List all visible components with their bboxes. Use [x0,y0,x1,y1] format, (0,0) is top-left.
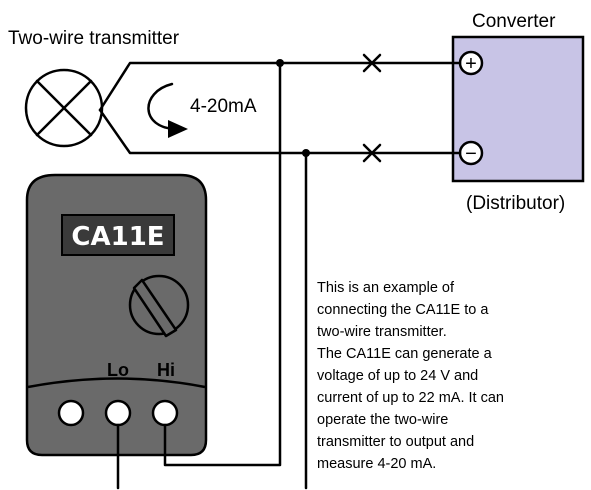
description-text: This is an example of connecting the CA1… [317,280,504,472]
wire-break-top-icon [362,53,382,73]
negative-wire [98,108,462,155]
current-arrow-icon [147,82,188,138]
minus-symbol: − [465,143,477,165]
description-line: connecting the CA11E to a [317,302,489,318]
converter-subtitle: (Distributor) [466,193,565,214]
description-line: measure 4-20 mA. [317,456,436,472]
description-line: two-wire transmitter. [317,324,447,340]
transmitter-label: Two-wire transmitter [8,28,180,49]
positive-wire [98,61,462,112]
jack-hi[interactable] [151,399,179,427]
transmitter-lamp-icon [24,68,104,148]
description-line: This is an example of [317,280,455,296]
ca11e-meter: CA11E Lo Hi [25,173,208,457]
current-label: 4-20mA [190,96,257,117]
jack-lo[interactable] [104,399,132,427]
meter-model: CA11E [71,222,164,252]
description-line: current of up to 22 mA. It can [317,390,504,406]
description-line: operate the two-wire [317,412,448,428]
rotary-dial-icon[interactable] [128,274,190,338]
hi-lead [163,61,282,467]
plus-symbol: + [465,53,477,75]
description-line: voltage of up to 24 V and [317,368,478,384]
converter-title: Converter [472,11,556,32]
jack-left[interactable] [57,399,85,427]
meter-separator [27,377,206,389]
description-line: transmitter to output and [317,434,474,450]
wire-break-bottom-icon [362,143,382,163]
lo-label: Lo [107,360,129,380]
hi-label: Hi [157,360,175,380]
meter-display [61,214,175,256]
description-line: The CA11E can generate a [317,346,493,362]
